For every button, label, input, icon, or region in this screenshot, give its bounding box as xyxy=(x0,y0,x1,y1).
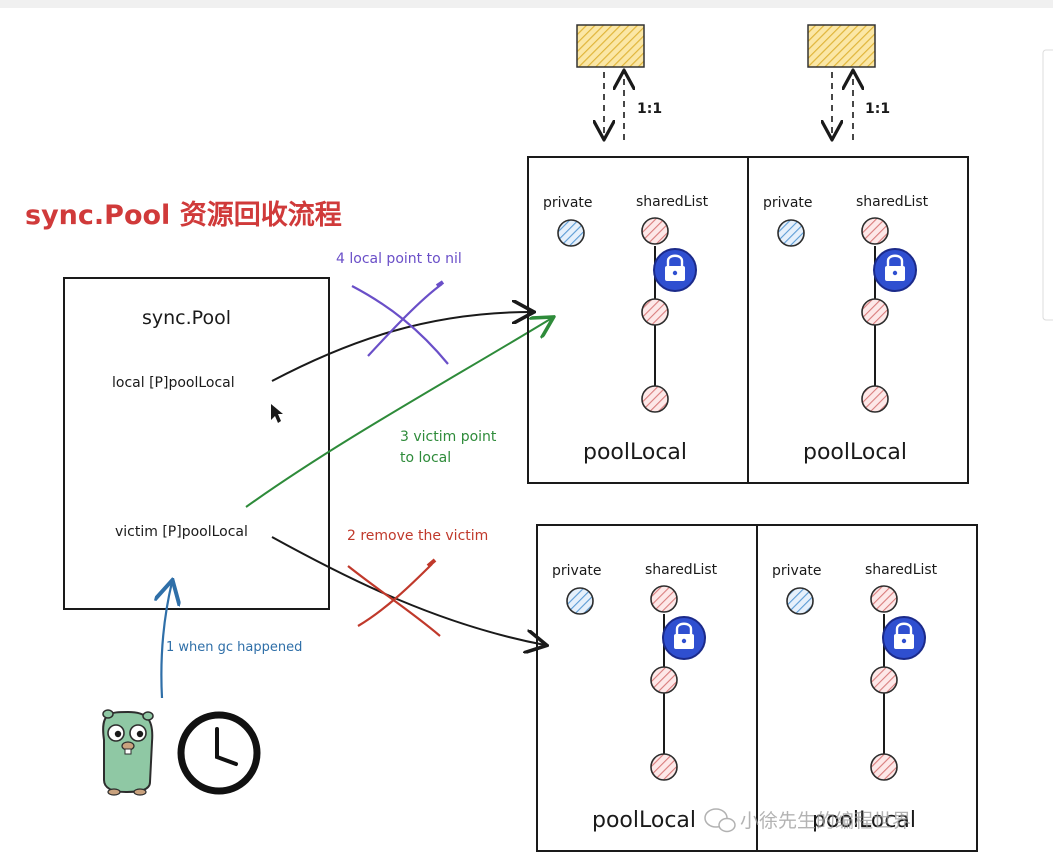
poollocal-cell-1: private sharedList poolLocal xyxy=(763,194,929,465)
local-field: local [P]poolLocal xyxy=(112,375,235,391)
local-poollocal-group xyxy=(527,156,969,484)
lock-icon xyxy=(662,616,706,660)
side-panel xyxy=(1042,49,1053,321)
victim-pointer-arrow xyxy=(271,536,545,645)
private-node xyxy=(566,587,594,615)
step3-label-line2: to local xyxy=(400,450,451,466)
local-pointer-arrow xyxy=(271,312,532,382)
shared-list-node xyxy=(870,666,898,694)
lock-icon xyxy=(882,616,926,660)
shared-list-node xyxy=(861,217,889,245)
shared-list-node xyxy=(650,753,678,781)
shared-list-node xyxy=(870,753,898,781)
poollocal-name: poolLocal xyxy=(812,808,916,833)
step2-label: 2 remove the victim xyxy=(347,528,488,544)
poollocal-name: poolLocal xyxy=(803,440,907,465)
clock-icon xyxy=(177,711,261,795)
victim-poollocal-group xyxy=(536,524,978,852)
processor-p1: 1:1 xyxy=(807,24,890,140)
shared-list-label: sharedList xyxy=(636,194,709,210)
sync-pool-box: sync.Pool local [P]poolLocal victim [P]p… xyxy=(63,277,330,610)
gc-trigger-arrow xyxy=(161,582,172,699)
step3-label-line1: 3 victim point xyxy=(400,429,497,445)
step1-label: 1 when gc happened xyxy=(166,640,302,655)
private-label: private xyxy=(543,195,593,211)
ratio-label: 1:1 xyxy=(637,101,662,117)
poollocal-cell-3: private sharedList poolLocal xyxy=(772,562,938,833)
shared-list-node xyxy=(650,585,678,613)
top-edge xyxy=(0,0,1053,8)
lock-icon xyxy=(873,248,917,292)
poollocal-cell-0: private sharedList poolLocal xyxy=(543,194,709,465)
lock-icon xyxy=(653,248,697,292)
watermark: 小徐先生的编程世界 xyxy=(704,808,911,833)
shared-list-label: sharedList xyxy=(856,194,929,210)
diagram-title: sync.Pool 资源回收流程 xyxy=(25,200,342,231)
victim-to-local-arrow xyxy=(245,318,552,508)
red-cross xyxy=(347,558,441,637)
shared-list-node xyxy=(641,385,669,413)
victim-field: victim [P]poolLocal xyxy=(115,524,248,540)
private-label: private xyxy=(552,563,602,579)
processor-p0: 1:1 xyxy=(576,24,662,140)
private-node xyxy=(777,219,805,247)
poollocal-name: poolLocal xyxy=(592,808,696,833)
shared-list-label: sharedList xyxy=(865,562,938,578)
cursor-icon xyxy=(271,404,283,423)
purple-cross xyxy=(351,280,449,365)
poollocal-name: poolLocal xyxy=(583,440,687,465)
wechat-icon xyxy=(704,808,736,833)
ratio-label: 1:1 xyxy=(865,101,890,117)
step4-label: 4 local point to nil xyxy=(336,251,462,267)
shared-list-node xyxy=(861,298,889,326)
private-node xyxy=(786,587,814,615)
private-node xyxy=(557,219,585,247)
private-label: private xyxy=(763,195,813,211)
poollocal-cell-2: private sharedList poolLocal xyxy=(552,562,718,833)
watermark-text: 小徐先生的编程世界 xyxy=(740,810,911,832)
shared-list-node xyxy=(641,217,669,245)
gopher-icon xyxy=(102,709,154,796)
shared-list-node xyxy=(641,298,669,326)
private-label: private xyxy=(772,563,822,579)
shared-list-node xyxy=(650,666,678,694)
shared-list-node xyxy=(870,585,898,613)
shared-list-node xyxy=(861,385,889,413)
sync-pool-label: sync.Pool xyxy=(142,307,231,329)
shared-list-label: sharedList xyxy=(645,562,718,578)
